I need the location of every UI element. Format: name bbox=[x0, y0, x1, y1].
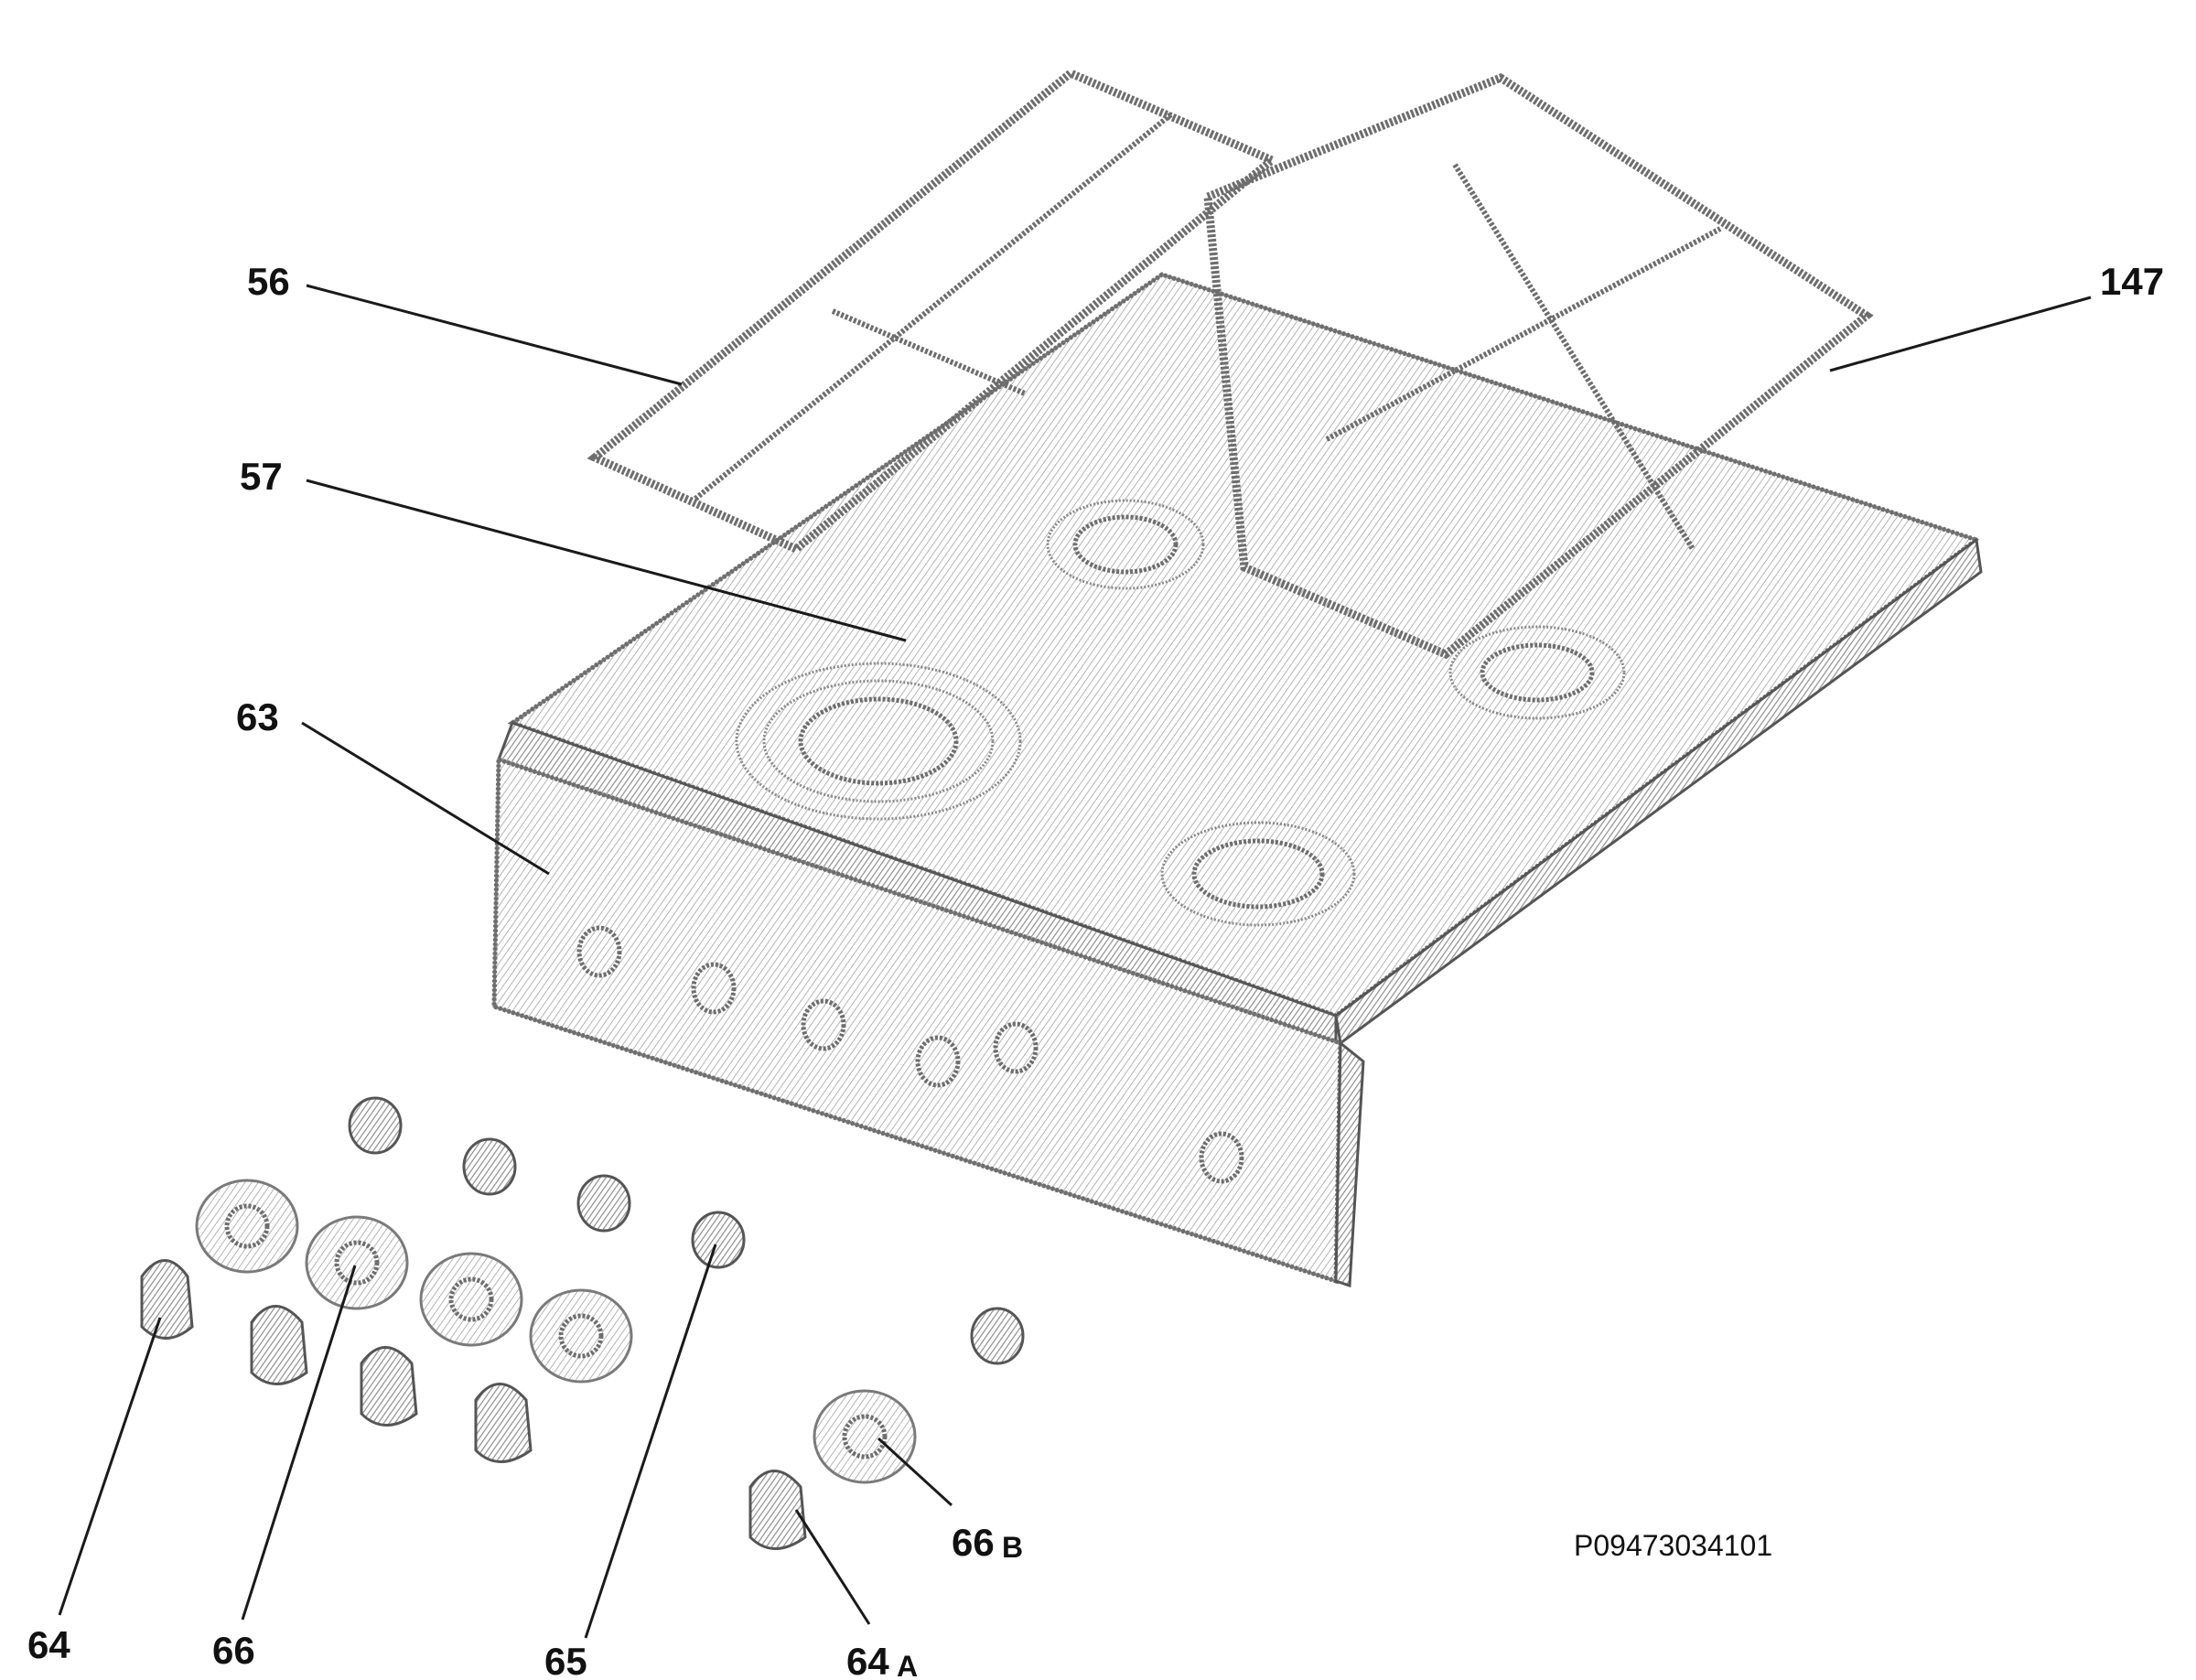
callout-64a: 64 A bbox=[846, 1640, 918, 1680]
callout-65: 65 bbox=[544, 1640, 587, 1680]
svg-text:63: 63 bbox=[236, 695, 279, 738]
callout-63: 63 bbox=[236, 695, 279, 738]
springs bbox=[348, 1096, 1025, 1365]
svg-text:147: 147 bbox=[2100, 260, 2164, 303]
knob-rings bbox=[195, 1179, 917, 1484]
svg-text:65: 65 bbox=[544, 1640, 587, 1680]
svg-text:64: 64 bbox=[27, 1623, 70, 1666]
callout-57: 57 bbox=[240, 455, 283, 498]
callout-66: 66 bbox=[212, 1629, 255, 1672]
svg-text:64: 64 bbox=[846, 1640, 889, 1680]
svg-text:A: A bbox=[897, 1650, 918, 1680]
burner-front-right bbox=[1160, 821, 1356, 927]
callout-64: 64 bbox=[27, 1623, 70, 1666]
control-knobs bbox=[140, 1259, 807, 1550]
burner-front-left bbox=[735, 662, 1022, 821]
svg-text:56: 56 bbox=[247, 260, 290, 303]
callout-66b: 66 B bbox=[952, 1521, 1023, 1564]
burner-rear-right bbox=[1448, 625, 1626, 720]
callout-56: 56 bbox=[247, 260, 290, 303]
knob-holes bbox=[576, 925, 1244, 1184]
leader-lines bbox=[58, 284, 2092, 1639]
svg-text:66: 66 bbox=[212, 1629, 255, 1672]
control-panel-front bbox=[491, 756, 1365, 1288]
svg-text:57: 57 bbox=[240, 455, 283, 498]
pan-support-grid-left bbox=[587, 68, 1280, 555]
drawing-code: P09473034101 bbox=[1574, 1529, 1772, 1562]
callout-147: 147 bbox=[2100, 260, 2164, 303]
burner-rear-left bbox=[1046, 499, 1205, 590]
pan-support-grid-right bbox=[1203, 72, 1874, 660]
svg-text:B: B bbox=[1002, 1531, 1023, 1564]
svg-text:66: 66 bbox=[952, 1521, 995, 1564]
hob-top-plate bbox=[497, 272, 1983, 1046]
